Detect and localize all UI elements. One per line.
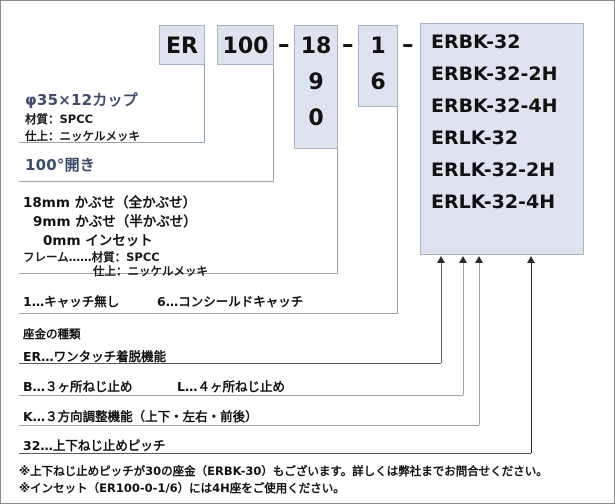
leader-line-k-horizontal: [19, 425, 479, 426]
legend-catch-right: 6…コンシールドキャッチ: [157, 294, 304, 309]
legend-plate-b: B…３ヶ所ねじ止め: [23, 379, 133, 394]
leader-line-bl-horizontal: [19, 395, 463, 396]
leader-line-k-vertical: [479, 263, 480, 425]
overlay-line-1: 18mm かぶせ（全かぶせ）: [23, 195, 197, 211]
code-box-overlay-line-2: 9: [308, 70, 324, 95]
leader-line-32-vertical: [531, 263, 532, 453]
leader-line-catch-horizontal: [19, 313, 398, 314]
code-box-overlay-line-3: 0: [308, 106, 324, 131]
overlay-line-3: 0mm インセット: [43, 233, 153, 249]
code-box-opening-angle-line-1: 100: [222, 34, 269, 59]
legend-plate-k: K…３方向調整機能（上下・左右・前後）: [23, 409, 258, 424]
arrow-up-32: [527, 256, 535, 263]
model-item-3: ERBK-32-4H: [431, 95, 558, 117]
overlay-line-2: 9mm かぶせ（半かぶせ）: [33, 214, 197, 230]
separator-dash-3: –: [402, 32, 414, 58]
leader-line-er-horizontal: [19, 363, 441, 364]
footnote-2: ※インセット（ER100-0-1/6）には4H座をご使用ください。: [19, 481, 345, 495]
frame-finish: 仕上：ニッケルメッキ: [93, 264, 208, 278]
leader-line-angle-vertical: [273, 65, 274, 182]
separator-dash-2: –: [342, 32, 354, 58]
legend-plate-l: L…４ヶ所ねじ止め: [177, 379, 285, 394]
model-item-6: ERLK-32-4H: [431, 191, 556, 213]
legend-catch-left: 1…キャッチ無し: [23, 294, 120, 309]
arrow-up-k: [475, 256, 483, 263]
code-box-catch: 1 6: [358, 25, 398, 107]
leader-line-series-horizontal: [19, 142, 205, 143]
leader-line-catch-vertical: [397, 107, 398, 314]
cup-heading: φ35×12カップ: [25, 91, 138, 109]
frame-material: フレーム……材質：SPCC: [23, 250, 160, 264]
leader-line-32-horizontal: [19, 453, 531, 454]
legend-plate-title: 座金の種類: [23, 327, 81, 341]
legend-plate-32: 32…上下ねじ止めピッチ: [23, 438, 166, 453]
model-item-4: ERLK-32: [431, 127, 519, 149]
model-item-2: ERBK-32-2H: [431, 63, 558, 85]
leader-line-overlay-horizontal: [19, 273, 338, 274]
model-item-1: ERBK-32: [431, 31, 521, 53]
code-box-series-line-1: ER: [166, 34, 198, 59]
footnote-1: ※上下ねじ止めピッチが30の座金（ERBK-30）もございます。詳しくは弊社まで…: [19, 464, 548, 478]
angle-heading: 100°開き: [25, 156, 96, 174]
leader-line-er-vertical: [441, 263, 442, 363]
arrow-up-er: [437, 256, 445, 263]
code-box-catch-line-2: 6: [370, 70, 386, 95]
leader-line-overlay-vertical: [337, 149, 338, 274]
model-item-5: ERLK-32-2H: [431, 159, 556, 181]
leader-line-series-vertical: [204, 65, 205, 143]
arrow-up-bl: [459, 256, 467, 263]
model-list-box: ERBK-32 ERBK-32-2H ERBK-32-4H ERLK-32 ER…: [420, 23, 584, 255]
code-box-overlay-line-1: 18: [300, 34, 332, 59]
code-box-opening-angle: 100: [217, 25, 274, 65]
leader-line-angle-horizontal: [19, 181, 274, 182]
cup-material: 材質：SPCC: [25, 112, 94, 126]
code-box-catch-line-1: 1: [370, 34, 386, 59]
separator-dash-1: –: [278, 32, 290, 58]
code-box-series: ER: [159, 25, 205, 65]
legend-plate-er: ER…ワンタッチ着脱機能: [23, 349, 167, 364]
code-box-overlay: 18 9 0: [294, 25, 338, 149]
cup-finish: 仕上：ニッケルメッキ: [25, 129, 140, 143]
leader-line-bl-vertical: [463, 263, 464, 395]
